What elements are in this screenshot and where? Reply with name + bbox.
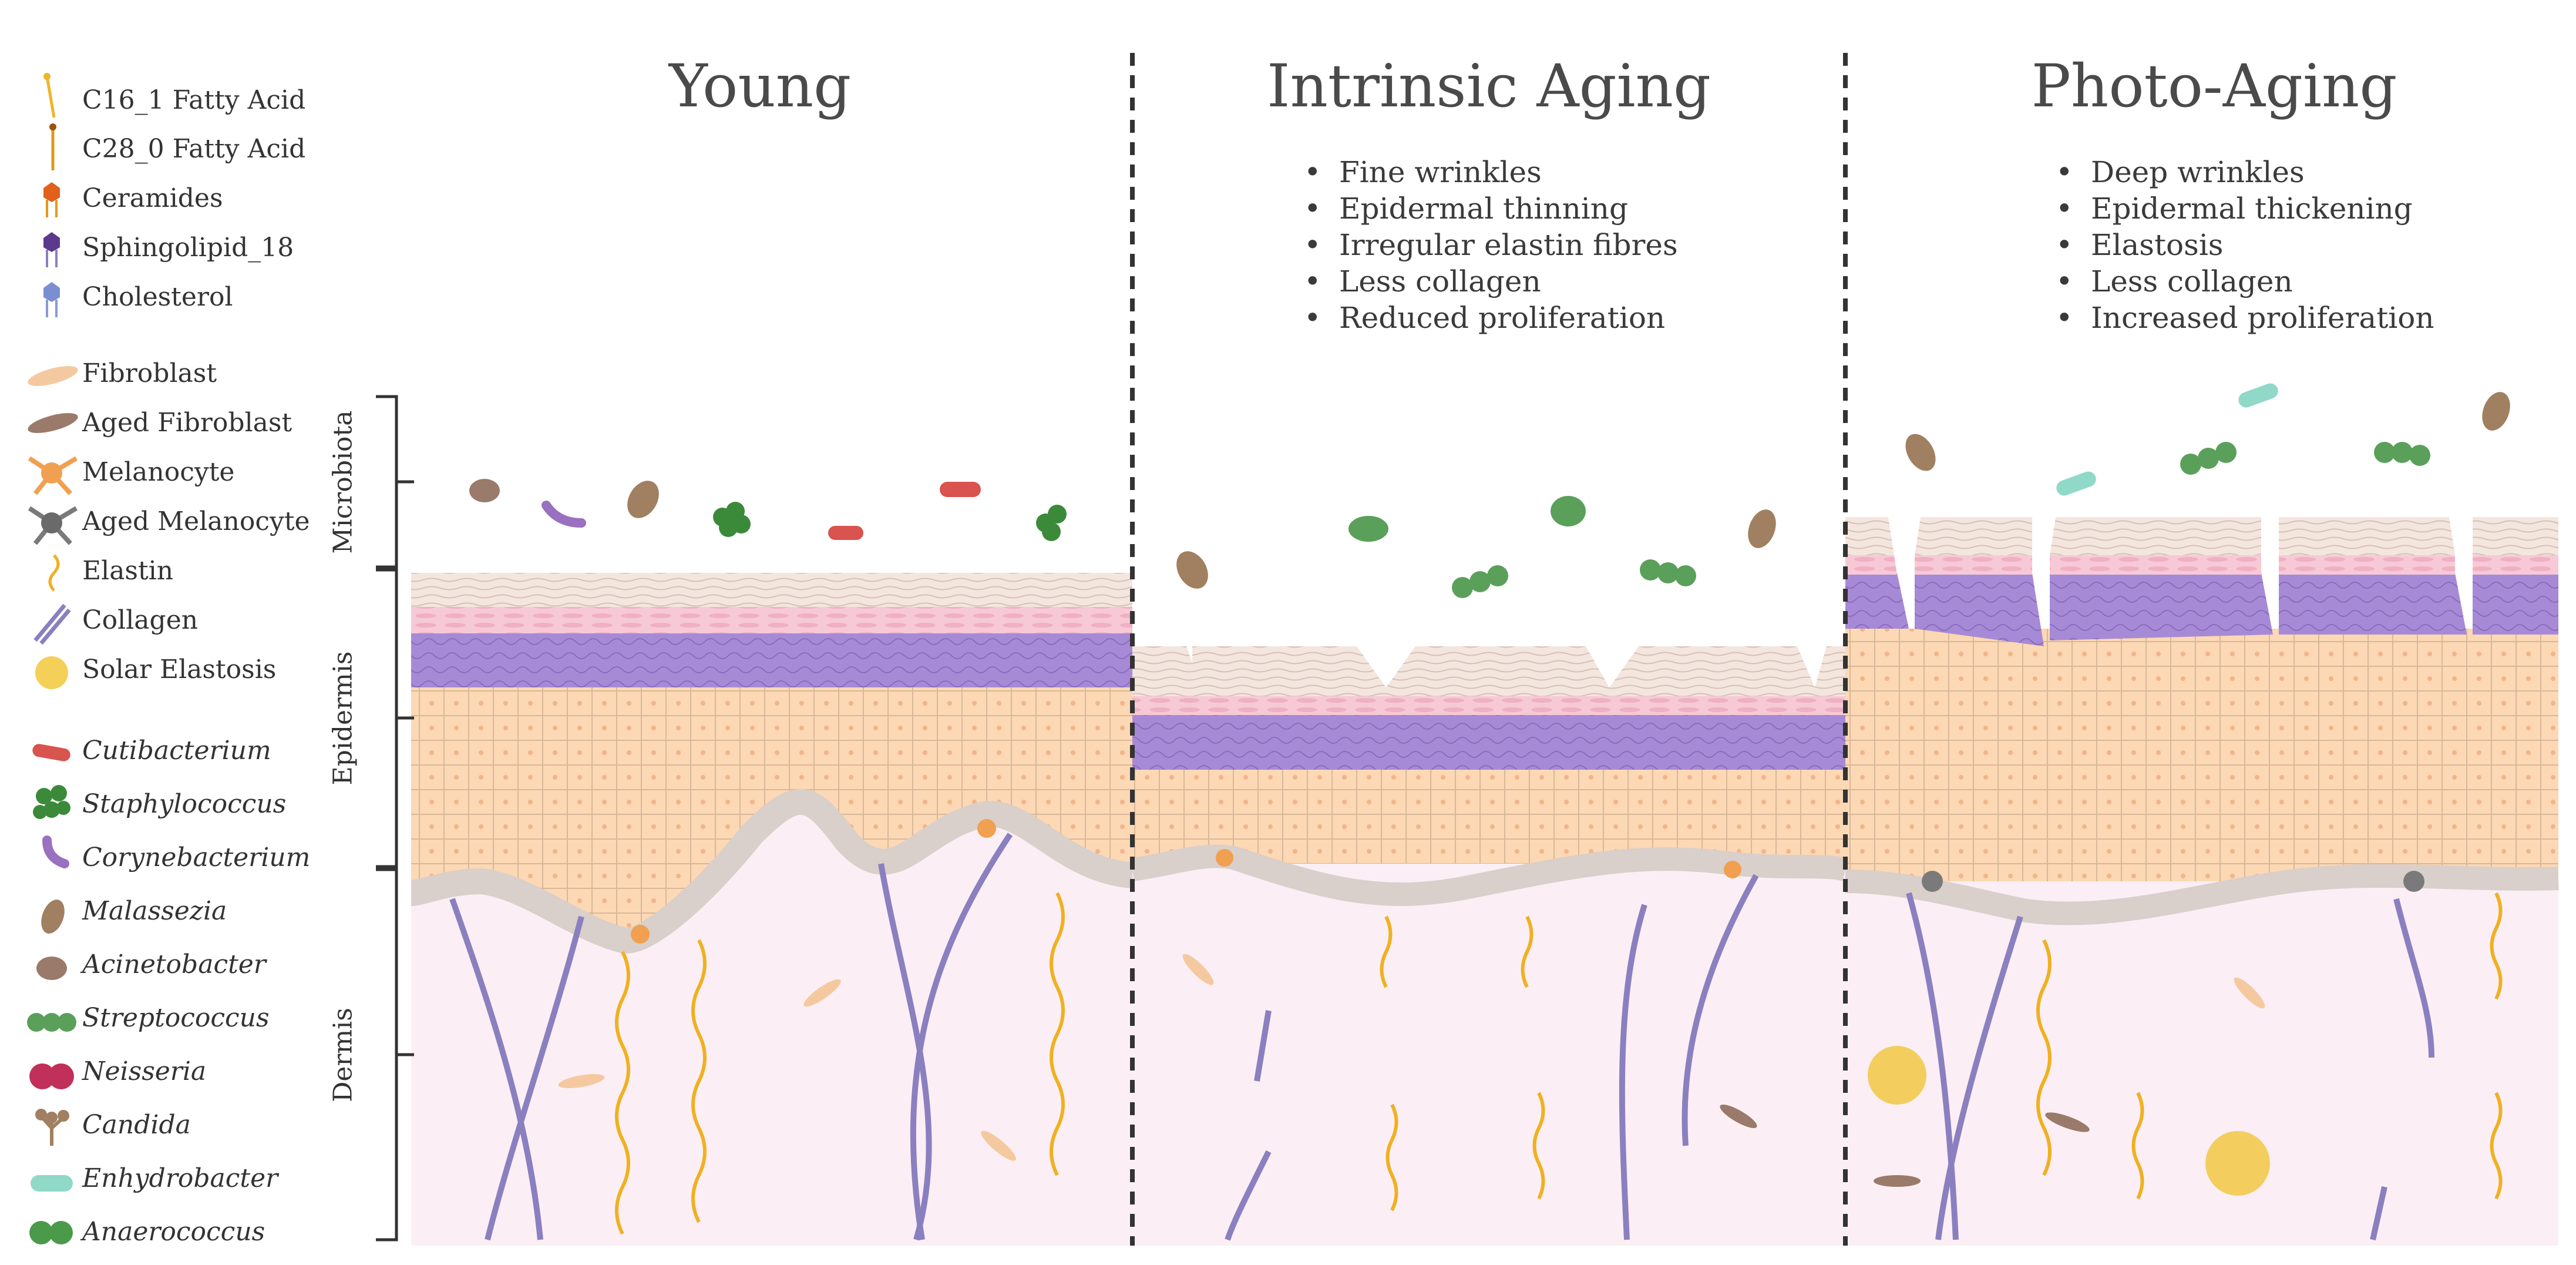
intrinsic-elastin [1380,915,1545,1212]
legend-label-elastin: Elastin [82,556,174,586]
young-spinosum [411,632,1132,687]
legend-label-ceramides: Ceramides [82,183,223,213]
photo-aging-skin [1845,383,2559,1246]
legend-label-corynebacterium: Corynebacterium [82,843,311,873]
neisseria-icon [29,1063,74,1089]
layer-label-microbiota: Microbiota [328,410,358,554]
panel-title-intrinsic-aging: Intrinsic Aging [1266,52,1711,120]
legend-label-malassezia: Malassezia [82,896,227,926]
photo-corneum [1845,517,2558,555]
legend-label-melanocyte: Melanocyte [82,457,235,487]
legend-label-aged-melanocyte: Aged Melanocyte [82,506,310,536]
legend-label-neisseria: Neisseria [82,1056,207,1086]
feature-item: Less collagen [2050,263,2434,300]
solar-elastosis-icon [35,656,68,689]
cutibacterium-icon [32,744,70,761]
corynebacterium-icon [42,835,69,868]
legend-label-enhydrobacter: Enhydrobacter [82,1163,278,1193]
legend-label-acinetobacter: Acinetobacter [82,949,266,979]
legend-label-staphylococcus: Staphylococcus [82,789,287,819]
feature-item: Increased proliferation [2050,300,2434,336]
feature-item: Epidermal thickening [2050,190,2434,227]
young-basal-layer [410,789,1134,954]
young-fibroblasts [558,979,1016,1161]
c28-fatty-acid-icon [49,123,56,170]
photo-fibroblasts [1874,977,2265,1187]
legend-label-collagen: Collagen [82,605,199,635]
candida-icon [35,1109,69,1146]
young-microbiota [469,479,1067,541]
collagen-icon [33,603,71,645]
feature-item: Irregular elastin fibres [1298,227,1678,263]
young-elastin [615,892,1065,1235]
layer-brackets [376,395,414,1241]
photo-elastin [2036,892,2503,1200]
photo-aged-melanocytes [1922,871,2424,892]
intrinsic-spinosum [1132,714,1845,770]
malassezia-icon [41,900,65,934]
intrinsic-corneum [1132,646,1845,696]
melanocyte-icon [28,456,78,495]
intrinsic-microbiota [1176,496,1776,598]
acinetobacter-icon [36,957,67,980]
panel-title-young: Young [668,52,852,120]
feature-item: Epidermal thinning [1298,190,1678,227]
aged-fibroblast-icon [28,413,78,433]
young-granulosum [411,605,1132,633]
legend-label-streptococcus: Streptococcus [82,1003,270,1033]
feature-item: Less collagen [1298,263,1678,300]
legend-label-c16-fatty-acid: C16_1 Fatty Acid [82,85,306,115]
photo-microbiota [1905,383,2510,496]
ceramide-icon [43,182,60,217]
legend-label-c28-fatty-acid: C28_0 Fatty Acid [82,134,306,164]
elastin-icon [48,554,60,592]
photo-basal-layer [1845,864,2559,925]
c16-fatty-acid-icon [43,73,56,118]
legend-label-sphingolipid: Sphingolipid_18 [82,233,294,263]
legend-label-cholesterol: Cholesterol [82,282,233,312]
streptococcus-icon [27,1013,76,1032]
feature-item: Elastosis [2050,227,2434,263]
intrinsic-melanocytes [1216,849,1741,878]
photo-epidermis-cells [1845,629,2558,881]
legend-label-aged-fibroblast: Aged Fibroblast [82,408,292,438]
young-corneum [411,573,1132,607]
layer-label-epidermis: Epidermis [328,651,358,786]
photo-aging-features: Deep wrinkles Epidermal thickening Elast… [2050,154,2434,336]
enhydrobacter-icon [31,1175,73,1192]
photo-dermis [1845,881,2558,1246]
legend-icons [27,73,78,1244]
photo-granulosum [1845,555,2558,575]
intrinsic-fibroblasts [1182,954,1757,1128]
young-skin [410,479,1134,1246]
fibroblast-icon [28,366,78,386]
feature-item: Deep wrinkles [2050,154,2434,190]
panel-title-photo-aging: Photo-Aging [2031,52,2397,120]
intrinsic-aging-features: Fine wrinkles Epidermal thinning Irregul… [1298,154,1678,336]
intrinsic-collagen [1225,874,1759,1241]
staphylococcus-icon [33,785,70,819]
legend-label-fibroblast: Fibroblast [82,358,217,388]
photo-collagen [1906,892,2434,1241]
feature-item: Fine wrinkles [1298,154,1678,190]
sphingolipid-icon [43,232,60,267]
legend-label-anaerococcus: Anaerococcus [82,1217,265,1247]
layer-label-dermis: Dermis [328,1008,358,1102]
photo-spinosum [1845,573,2558,646]
anaerococcus-icon [29,1221,73,1244]
legend-label-solar-elastosis: Solar Elastosis [82,655,277,684]
legend-label-candida: Candida [82,1110,191,1140]
cholesterol-icon [43,282,60,317]
intrinsic-aging-skin [1131,496,1848,1246]
feature-item: Reduced proliferation [1298,300,1678,336]
young-melanocytes [631,819,996,944]
aged-melanocyte-icon [28,506,78,545]
intrinsic-epidermis-cells [1132,770,1845,864]
legend-label-cutibacterium: Cutibacterium [82,736,271,766]
intrinsic-granulosum [1132,696,1845,715]
young-collagen [449,833,1013,1241]
photo-solar-elastosis [1868,1046,2270,1196]
